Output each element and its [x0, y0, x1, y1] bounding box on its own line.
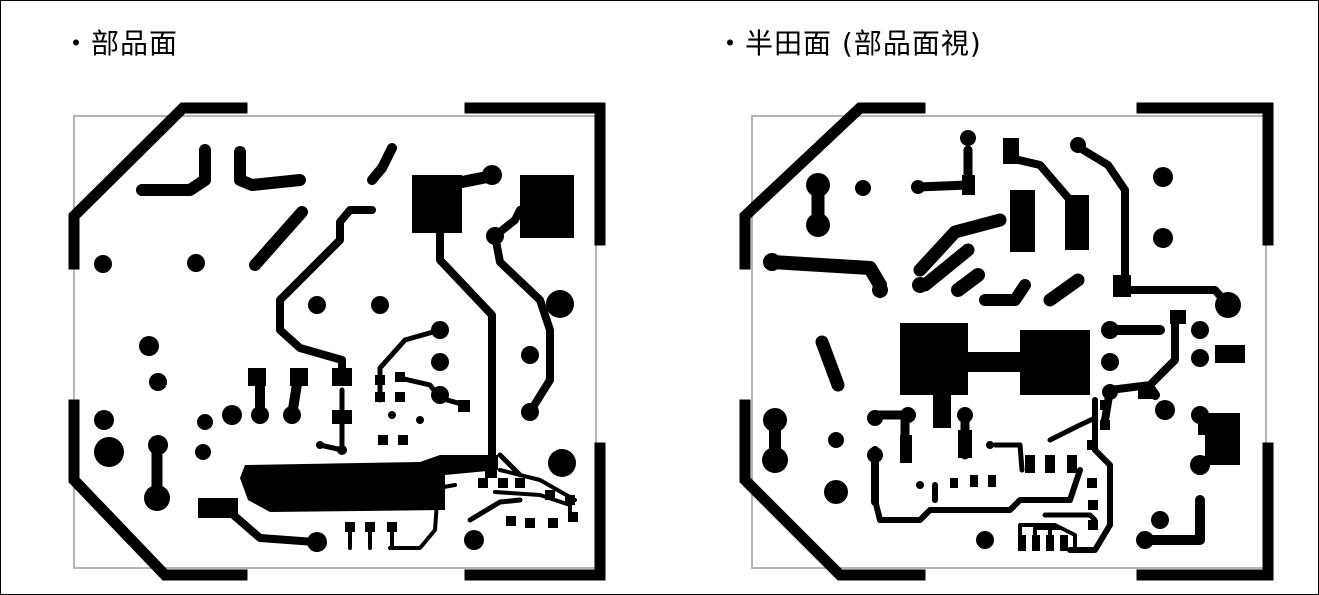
component-side-corner-traces: [68, 102, 606, 581]
component-side-title: ・部品面: [62, 27, 179, 60]
component-side-pads: [94, 165, 576, 552]
solder-side-corner-traces: [739, 102, 1274, 581]
component-side-outline: [73, 115, 597, 569]
component-side-copper-areas: [198, 175, 578, 532]
solder-side-pads: [762, 130, 1241, 549]
solder-side-copper-areas: [900, 138, 1245, 551]
solder-side-title: ・半田面 (部品面視): [716, 27, 982, 60]
solder-side-outline: [751, 115, 1267, 569]
component-side-traces: [136, 143, 577, 550]
